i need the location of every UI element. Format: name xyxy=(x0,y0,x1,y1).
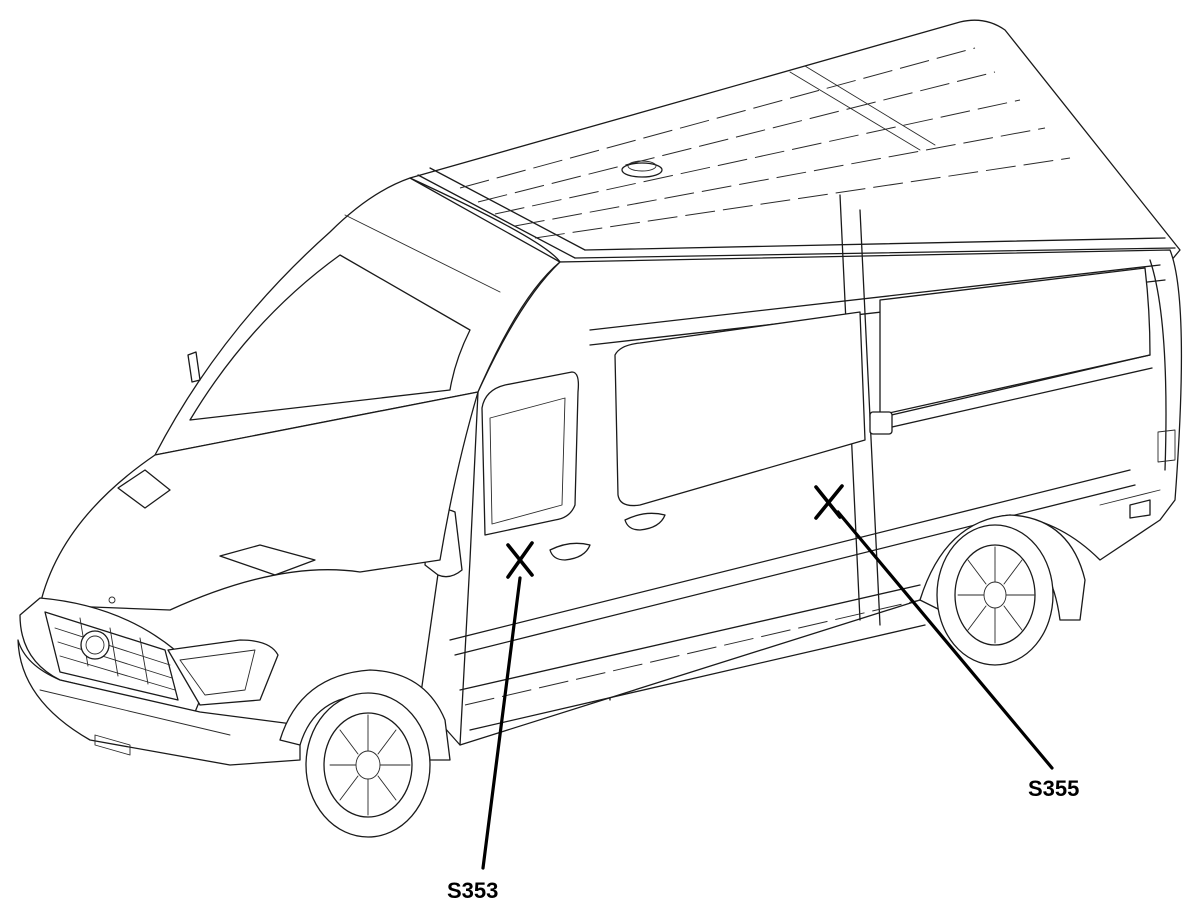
leader-line-s355 xyxy=(836,510,1054,770)
callout-s355: S355 xyxy=(814,484,1079,801)
leader-line-s353 xyxy=(481,576,522,870)
front-wheel xyxy=(279,669,451,838)
callout-label-s353: S353 xyxy=(447,878,498,903)
rear-wheel xyxy=(919,514,1086,666)
callout-s353: S353 xyxy=(447,541,534,903)
van-roof xyxy=(409,19,1181,263)
van-front xyxy=(17,351,479,766)
callout-label-s355: S355 xyxy=(1028,776,1079,801)
